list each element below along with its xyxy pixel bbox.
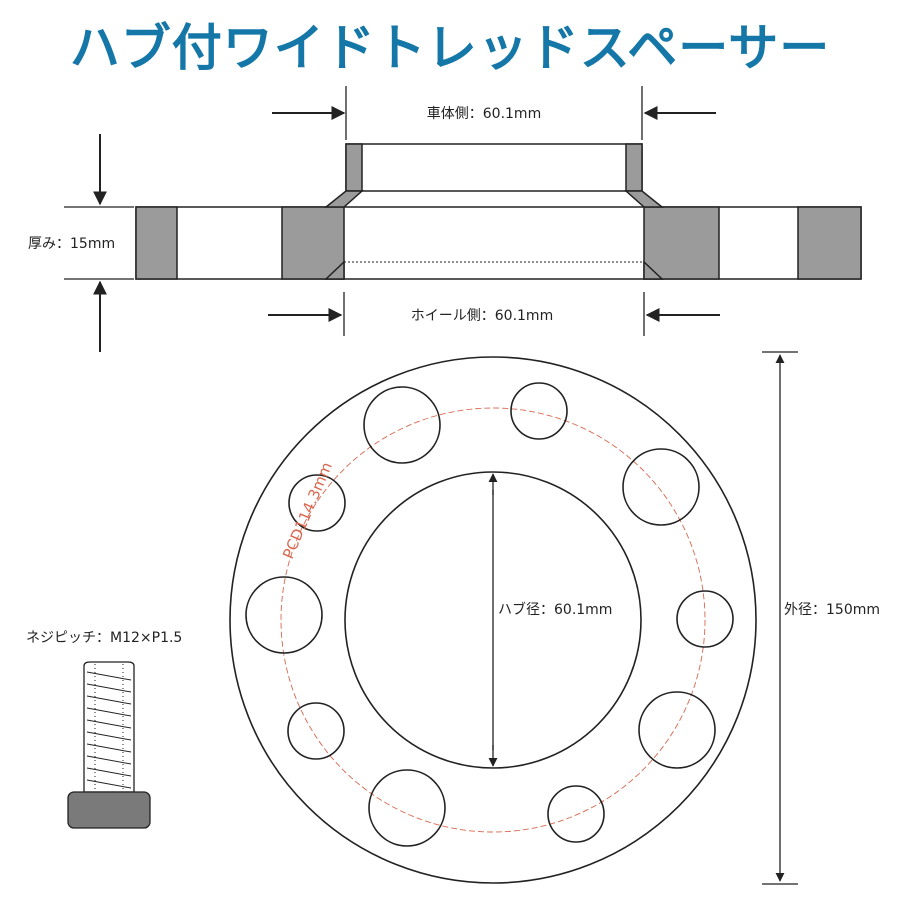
bolt-hole: [245, 576, 323, 654]
chamfer-left: [323, 190, 364, 208]
bolt-shank: [83, 661, 135, 793]
bolt-hole: [287, 702, 345, 760]
thickness-dimension: [64, 134, 134, 352]
flange-body: [135, 206, 862, 280]
flange-right-inner: [643, 206, 720, 280]
bolt-holes: [245, 382, 734, 847]
chamfer-right: [624, 190, 665, 208]
hub-ring: [345, 143, 643, 192]
bolt-hole: [368, 769, 446, 847]
thread-pitch-label: ネジピッチ：M12×P1.5: [26, 630, 182, 646]
hub-wall-right: [625, 143, 643, 192]
bolt-thread: [86, 664, 132, 790]
hub-diameter-label: ハブ径：60.1mm: [498, 601, 612, 618]
flange-left-inner: [281, 206, 345, 280]
vehicle-side-label: 車体側：60.1mm: [427, 105, 541, 122]
thickness-label: 厚み：15mm: [28, 236, 115, 252]
bolt-hole: [547, 785, 605, 843]
wheel-side-label: ホイール側：60.1mm: [411, 308, 553, 324]
pcd-circle: [280, 407, 706, 833]
bolt-hole: [288, 474, 346, 532]
page-title: ハブ付ワイドトレッドスペーサー: [69, 19, 831, 77]
wheel-side-dimension: [268, 292, 720, 336]
outer-diameter-dimension: [762, 351, 798, 885]
bolt-hole: [638, 691, 716, 769]
front-view: [229, 356, 757, 884]
hub-bore-circle: [344, 471, 642, 769]
side-view: [135, 143, 862, 280]
flange-right-outer: [797, 206, 862, 280]
outer-diameter-label: 外径：150mm: [784, 602, 880, 618]
pcd-label: PCD114.3mm: [279, 459, 336, 561]
bolt-hole: [510, 382, 568, 440]
bolt-hole: [676, 590, 734, 648]
bolt-head: [67, 791, 151, 829]
bolt-icon: [67, 661, 151, 829]
bore-chamfer-right: [643, 260, 664, 280]
bore-chamfer-left: [324, 260, 345, 280]
flange-left-outer: [135, 206, 178, 280]
outer-circle: [229, 356, 757, 884]
vehicle-side-dimension: [272, 86, 716, 140]
hub-wall-left: [345, 143, 363, 192]
bolt-hole: [622, 448, 700, 526]
bolt-hole: [363, 386, 441, 464]
